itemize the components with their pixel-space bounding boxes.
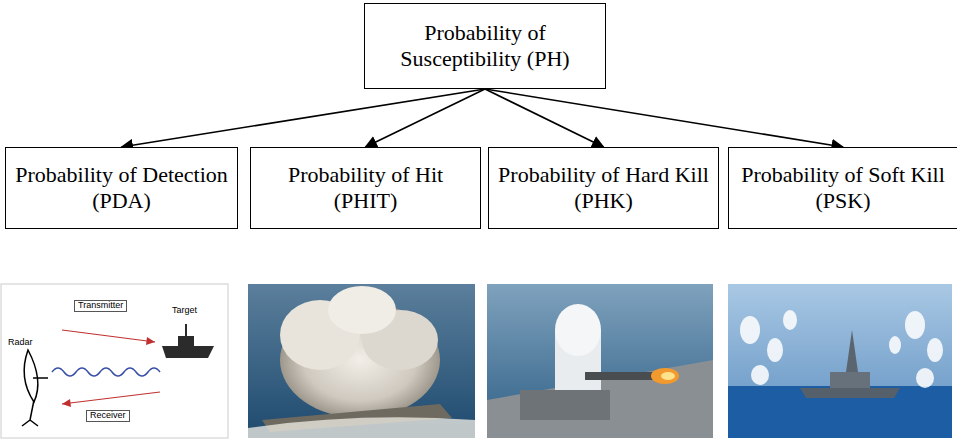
hit-photo [248, 284, 475, 438]
box-label: Probability of Hard Kill (PHK) [489, 158, 718, 219]
connector-arrow [485, 89, 843, 147]
diagram-label: Transmitter [74, 300, 127, 312]
diagram-label: Target [172, 306, 197, 316]
connector-arrow [485, 89, 604, 147]
process-box: Probability of Soft Kill (PSK) [728, 147, 957, 229]
box-label: Probability of Susceptibility (PH) [365, 16, 605, 77]
diagram-label: Receiver [86, 410, 130, 422]
process-box: Probability of Detection (PDA) [5, 147, 238, 229]
process-box: Probability of Hit (PHIT) [250, 147, 481, 229]
connector-arrow [122, 89, 486, 147]
process-box: Probability of Hard Kill (PHK) [488, 147, 719, 229]
radar-schematic [1, 284, 228, 438]
box-label: Probability of Detection (PDA) [6, 158, 237, 219]
connector-arrow [366, 89, 486, 147]
diagram-label: Radar [8, 338, 33, 348]
box-label: Probability of Soft Kill (PSK) [729, 158, 957, 219]
soft-kill-photo [728, 284, 952, 438]
hard-kill-photo [487, 284, 713, 438]
process-box: Probability of Susceptibility (PH) [364, 3, 606, 89]
box-label: Probability of Hit (PHIT) [251, 158, 480, 219]
